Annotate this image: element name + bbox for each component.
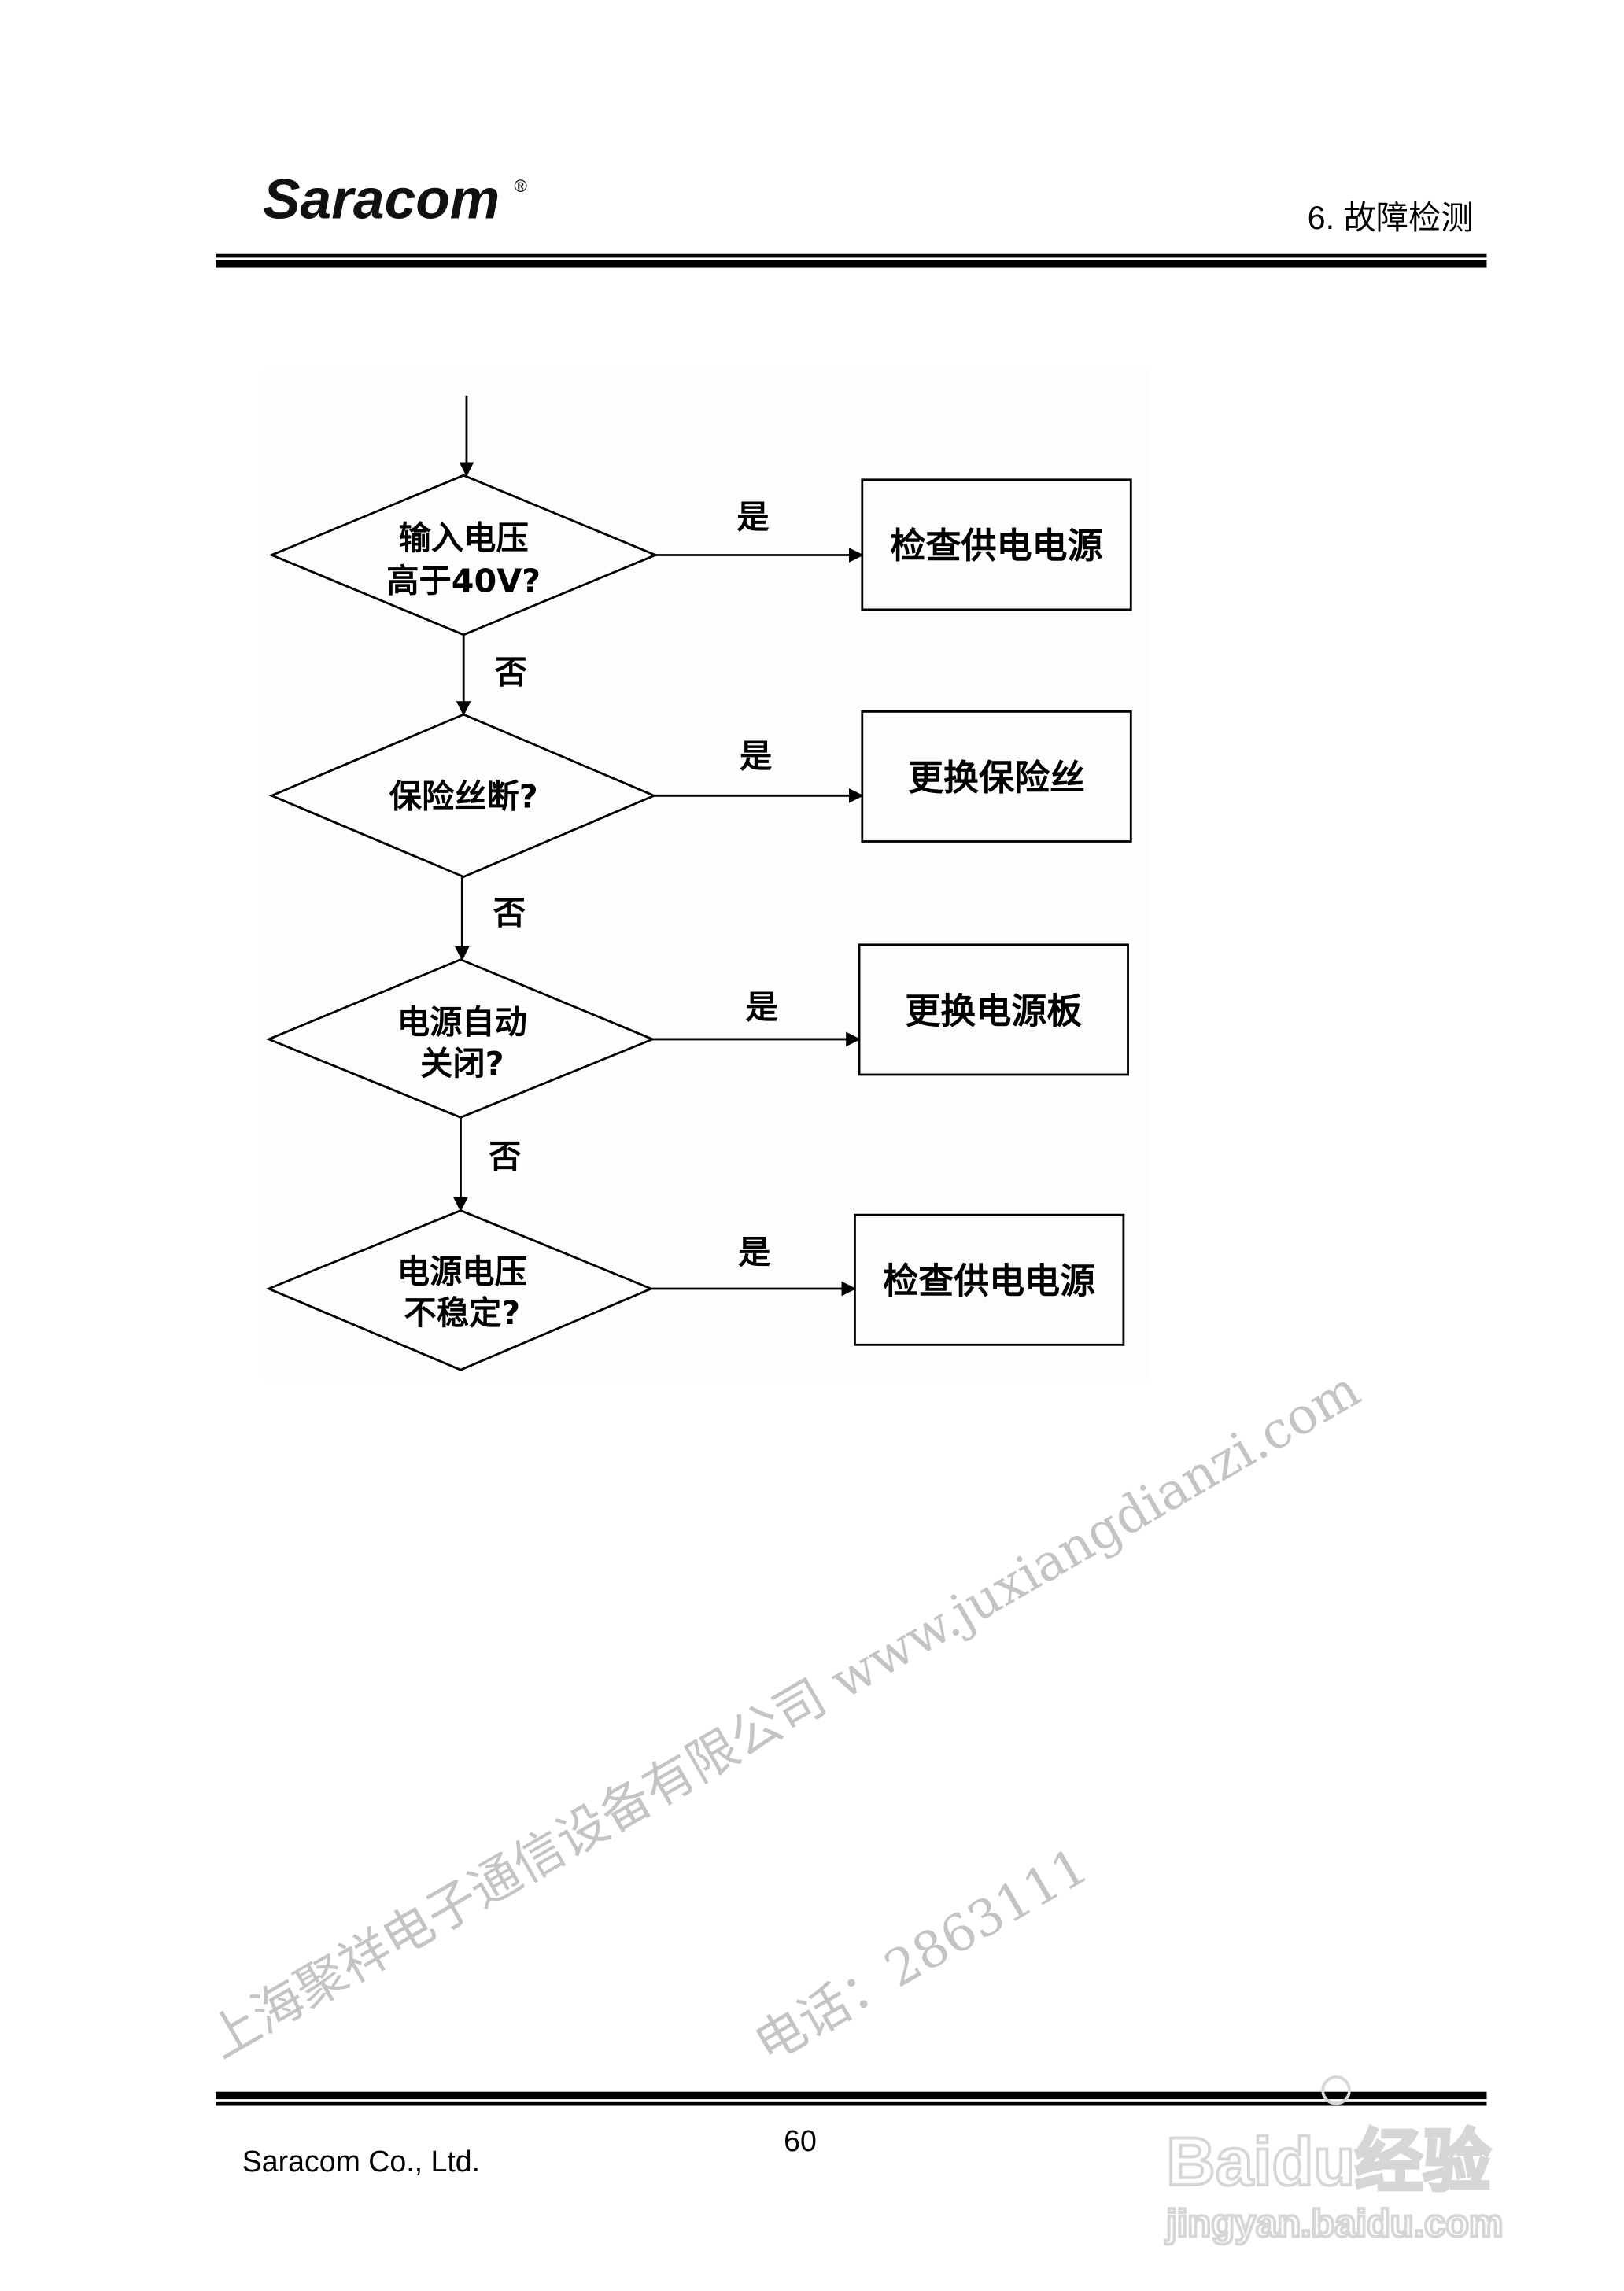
decision-4-line1: 电源电压 <box>397 1252 527 1290</box>
baidu-url: jingyan.baidu.com <box>1165 2203 1503 2245</box>
footer: 60 Saracom Co., Ltd. Baidu经验 jingyan.bai… <box>215 2075 1504 2246</box>
yes-label-1: 是 <box>736 499 769 537</box>
action-box-1 <box>861 478 1132 611</box>
page-number: 60 <box>784 2124 817 2157</box>
registered-mark: ® <box>514 176 527 196</box>
action-box-3 <box>858 943 1129 1076</box>
yes-label-2: 是 <box>740 738 772 776</box>
decision-1-line1: 输入电压 <box>399 519 529 557</box>
action-4-label: 检查供电电源 <box>883 1260 1095 1302</box>
watermark: 上海聚祥电子通信设备有限公司 www.juxiangdianzi.com 电话：… <box>198 1360 1370 2075</box>
footer-company: Saracom Co., Ltd. <box>242 2145 480 2178</box>
header-rule-thin <box>215 253 1487 258</box>
no-label-3: 否 <box>489 1138 521 1175</box>
action-1-label: 检查供电电源 <box>890 525 1102 566</box>
flowchart-background <box>263 369 1149 1381</box>
watermark-phone: 电话：2863111 <box>745 1837 1098 2075</box>
footer-rule-thick <box>215 2091 1487 2100</box>
decision-2-line1: 保险丝断? <box>389 777 538 815</box>
watermark-company: 上海聚祥电子通信设备有限公司 www.juxiangdianzi.com <box>198 1360 1370 2070</box>
baidu-jingyan-logo: Baidu经验 jingyan.baidu.com <box>1164 2075 1504 2246</box>
action-3-label: 更换电源板 <box>905 990 1082 1031</box>
decision-4-line2: 不稳定? <box>404 1294 520 1332</box>
header: Saracom ® 6. 故障检测 <box>215 168 1487 268</box>
decision-3-line1: 电源自动 <box>397 1003 527 1041</box>
baidu-logo-text: Baidu经验 <box>1166 2124 1490 2200</box>
yes-label-3: 是 <box>746 989 778 1027</box>
action-box-4 <box>854 1213 1125 1346</box>
decision-1-line2: 高于40V? <box>386 562 541 599</box>
action-2-label: 更换保险丝 <box>908 757 1085 799</box>
footer-rule-thin <box>215 2101 1487 2106</box>
section-title: 6. 故障检测 <box>1308 200 1474 236</box>
flowchart-labels: 输入电压 高于40V? 保险丝断? 电源自动 关闭? 电源电压 不稳定? 检查供… <box>386 499 1102 1332</box>
header-rule-thick <box>215 260 1487 268</box>
flowchart <box>263 369 1149 1381</box>
no-label-1: 否 <box>495 654 527 692</box>
baidu-paw-icon <box>1321 2075 1351 2105</box>
yes-label-4: 是 <box>738 1234 770 1271</box>
no-label-2: 否 <box>493 895 526 932</box>
saracom-logo: Saracom <box>263 168 500 231</box>
decision-3-line2: 关闭? <box>420 1045 504 1083</box>
action-box-2 <box>861 710 1132 843</box>
